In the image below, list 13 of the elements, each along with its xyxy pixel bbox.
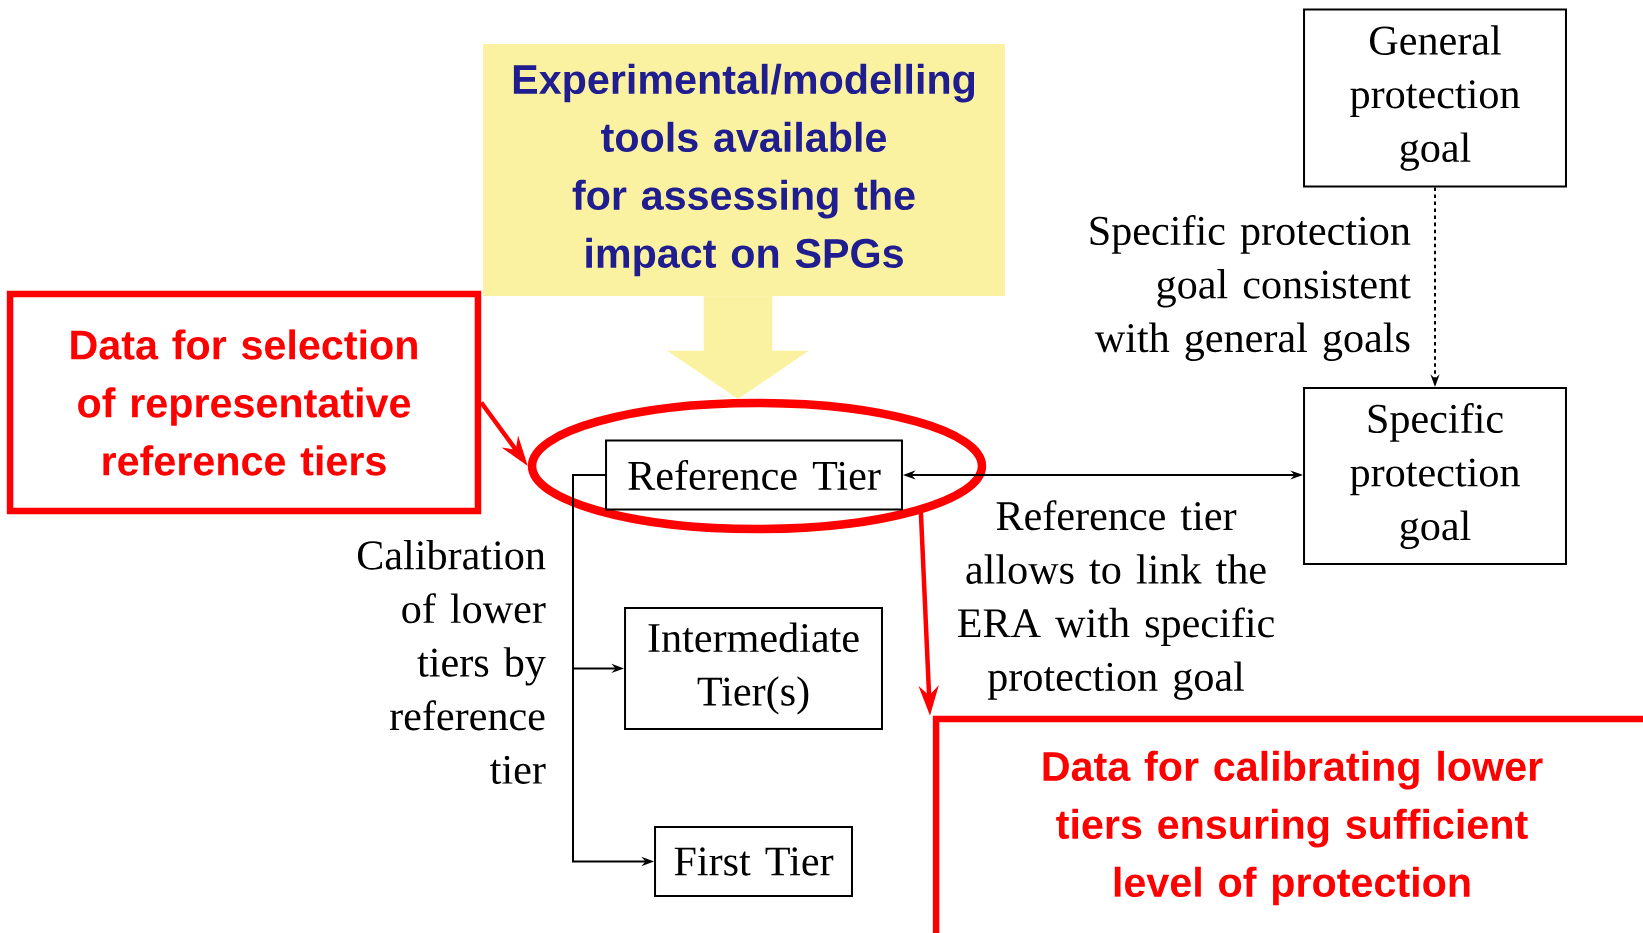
tier-box: First Tier [654,826,853,897]
tier-box: Intermediate Tier(s) [624,607,883,730]
goal-box: Specific protection goal [1303,387,1567,565]
goal-box: General protection goal [1303,8,1567,188]
edge-label: Calibration of lower tiers by reference tier [357,540,546,784]
callout-box: Data for calibrating lower tiers ensuring sufficient level of protection [932,715,1643,933]
tier-box: Reference Tier [605,439,903,511]
note-box: Experimental/modelling tools available for assessing the impact on SPGs [483,44,1005,296]
block-arrow [667,296,809,399]
highlight-ellipse [527,398,987,534]
edge-label: Reference tier allows to link the ERA with specific protection goal [957,500,1274,700]
callout-box: Data for selection of representative reference tiers [6,290,482,515]
edge-label: Specific protection goal consistent with general goals [1090,215,1411,361]
